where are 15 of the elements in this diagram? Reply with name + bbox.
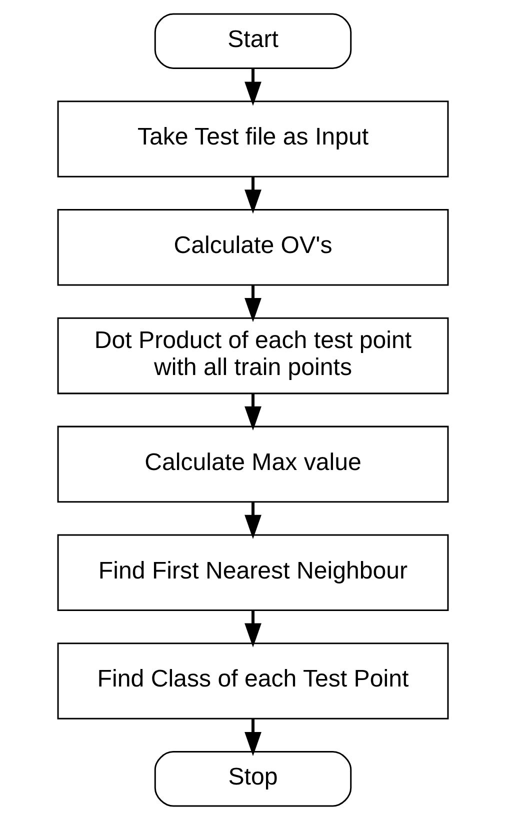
node-box: Calculate OV's (57, 209, 449, 286)
arrow (244, 394, 262, 431)
node-box: Find Class of each Test Point (57, 642, 449, 720)
node-box: Start (154, 13, 352, 69)
node-box: Stop (154, 751, 352, 807)
arrow (244, 610, 262, 648)
node-box: Dot Product of each test point with all train points (57, 317, 449, 394)
node-box: Take Test file as Input (57, 100, 449, 178)
arrow (244, 176, 262, 214)
arrow (244, 502, 262, 539)
node-box: Find First Nearest Neighbour (57, 534, 449, 611)
arrow (244, 718, 262, 756)
node-box: Calculate Max value (57, 426, 449, 503)
arrow (244, 285, 262, 322)
arrow (244, 68, 262, 106)
